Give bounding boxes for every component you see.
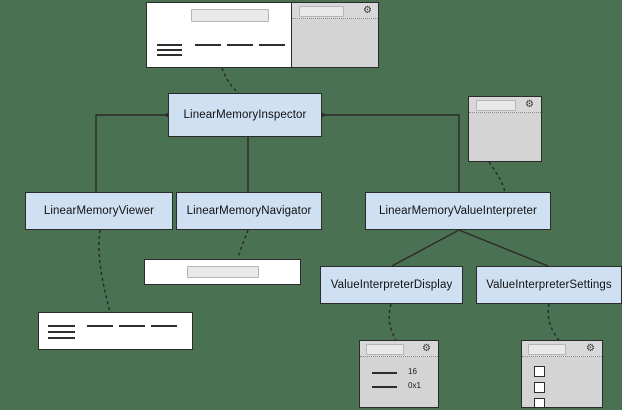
leader-navigator-shot xyxy=(237,229,249,259)
settings-checkbox[interactable] xyxy=(534,366,545,377)
value-type-line xyxy=(372,386,397,388)
node-linear-memory-value-interpreter[interactable]: LinearMemoryValueInterpreter xyxy=(365,192,551,230)
memory-row-line xyxy=(157,49,182,51)
leader-settings-shot xyxy=(547,303,561,343)
screenshot-navigator[interactable] xyxy=(144,259,301,285)
node-label: LinearMemoryViewer xyxy=(43,205,155,217)
screenshot-inspector-interpreter-pane: ⚙ xyxy=(291,3,378,67)
node-label: LinearMemoryValueInterpreter xyxy=(379,205,537,217)
memory-row-line xyxy=(48,337,75,339)
edge-interpreter-settings xyxy=(458,229,549,267)
settings-checkbox[interactable] xyxy=(534,398,545,407)
node-value-interpreter-display[interactable]: ValueInterpreterDisplay xyxy=(320,266,463,304)
screenshot-viewer[interactable] xyxy=(38,312,193,350)
node-label: ValueInterpreterSettings xyxy=(486,279,612,291)
memory-byte-line xyxy=(227,44,253,46)
leader-interpreter-shot xyxy=(488,161,506,197)
gear-icon[interactable]: ⚙ xyxy=(525,99,534,110)
panel-input-pill[interactable] xyxy=(366,344,404,355)
value-type-line xyxy=(372,372,397,374)
node-linear-memory-navigator[interactable]: LinearMemoryNavigator xyxy=(176,192,322,230)
node-label: ValueInterpreterDisplay xyxy=(330,279,453,291)
memory-row-line xyxy=(48,325,75,327)
screenshot-inspector-memory-pane xyxy=(147,3,291,67)
settings-checkbox[interactable] xyxy=(534,382,545,393)
memory-byte-line xyxy=(259,44,285,46)
memory-row-line xyxy=(157,54,182,56)
panel-input-pill[interactable] xyxy=(299,6,344,17)
node-label: LinearMemoryInspector xyxy=(183,109,307,121)
screenshot-value-interpreter-settings[interactable]: ⚙ xyxy=(521,340,603,408)
memory-byte-line xyxy=(119,325,145,327)
screenshot-inspector[interactable]: ⚙ xyxy=(146,2,379,68)
node-linear-memory-viewer[interactable]: LinearMemoryViewer xyxy=(25,192,173,230)
gear-icon[interactable]: ⚙ xyxy=(363,5,372,16)
node-linear-memory-inspector[interactable]: LinearMemoryInspector xyxy=(168,93,322,137)
screenshot-value-interpreter-display[interactable]: ⚙ 16 0x1 xyxy=(359,340,439,408)
memory-byte-line xyxy=(195,44,221,46)
panel-input-pill[interactable] xyxy=(476,100,516,111)
memory-row-line xyxy=(48,331,75,333)
memory-byte-line xyxy=(151,325,177,327)
value-text: 0x1 xyxy=(408,381,421,390)
edge-inspector-interpreter xyxy=(322,114,460,192)
value-text: 16 xyxy=(408,367,417,376)
memory-byte-line xyxy=(87,325,113,327)
node-label: LinearMemoryNavigator xyxy=(186,205,312,217)
address-input-pill[interactable] xyxy=(187,266,259,278)
address-input-pill[interactable] xyxy=(191,9,269,22)
gear-icon[interactable]: ⚙ xyxy=(422,343,431,354)
edge-interpreter-display xyxy=(391,229,460,267)
panel-input-pill[interactable] xyxy=(528,344,566,355)
gear-icon[interactable]: ⚙ xyxy=(586,343,595,354)
edge-inspector-viewer xyxy=(95,114,168,192)
node-value-interpreter-settings[interactable]: ValueInterpreterSettings xyxy=(476,266,622,304)
leader-display-shot xyxy=(388,303,397,341)
memory-row-line xyxy=(157,44,182,46)
screenshot-value-interpreter[interactable]: ⚙ xyxy=(468,96,542,162)
leader-viewer-shot xyxy=(98,229,111,313)
